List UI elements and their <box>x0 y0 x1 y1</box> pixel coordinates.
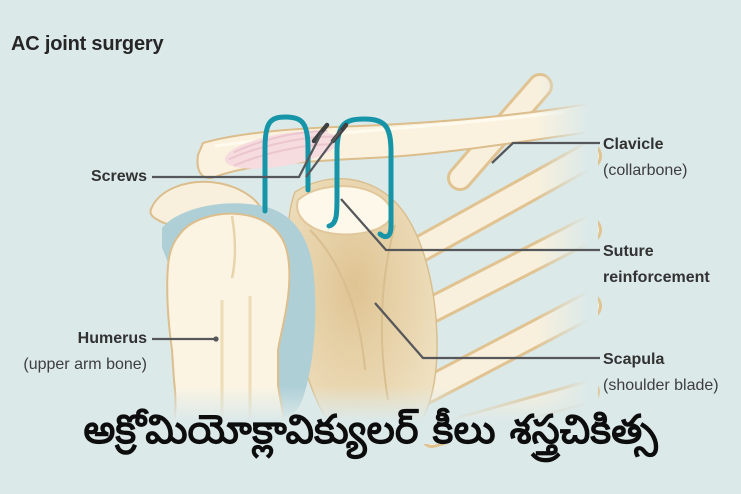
leader-line-suture <box>340 198 600 252</box>
scapula-label: Scapula <box>603 351 665 368</box>
bottom-fade <box>130 386 610 444</box>
humerus-label: Humerus <box>77 330 147 347</box>
label-suture-reinforcement: Suture reinforcement <box>603 239 741 291</box>
clavicle-highlight <box>214 110 566 148</box>
clavicle-label: Clavicle <box>603 136 664 153</box>
screws-label: Screws <box>90 168 147 185</box>
scapula-fold-line <box>309 229 366 371</box>
leader-line-clavicle <box>491 141 600 164</box>
humerus-neck-line <box>230 215 237 279</box>
label-scapula: Scapula (shoulder blade) <box>603 347 741 399</box>
page-title: AC joint surgery <box>11 33 164 55</box>
suture-label-line2: reinforcement <box>603 269 710 286</box>
leader-line-screws <box>152 131 324 179</box>
suture-loop-right <box>326 116 394 240</box>
muscle-streak <box>233 143 332 167</box>
muscle-streak <box>228 135 335 161</box>
muscle-fibers <box>224 129 340 169</box>
leader-line-screws-2 <box>305 129 342 178</box>
label-clavicle: Clavicle (collarbone) <box>603 132 741 184</box>
clavicle-sublabel: (collarbone) <box>603 162 688 179</box>
label-screws: Screws <box>0 164 147 190</box>
humerus-sublabel: (upper arm bone) <box>23 356 147 373</box>
leader-dot-humerus <box>213 336 219 342</box>
suture-loop-left <box>262 114 311 214</box>
muscle-streak <box>233 129 328 154</box>
telugu-caption: అక్రోమియోక్లావిక్యులర్ కీలు శస్త్రచికిత్… <box>83 407 658 453</box>
suture-label-line1: Suture <box>603 243 654 260</box>
suture-loops <box>262 114 394 240</box>
leader-line-scapula <box>374 302 600 360</box>
coracoid-bone <box>296 185 392 236</box>
leader-lines <box>152 129 600 360</box>
scapula-sublabel: (shoulder blade) <box>603 377 719 394</box>
label-humerus: Humerus (upper arm bone) <box>0 326 147 378</box>
